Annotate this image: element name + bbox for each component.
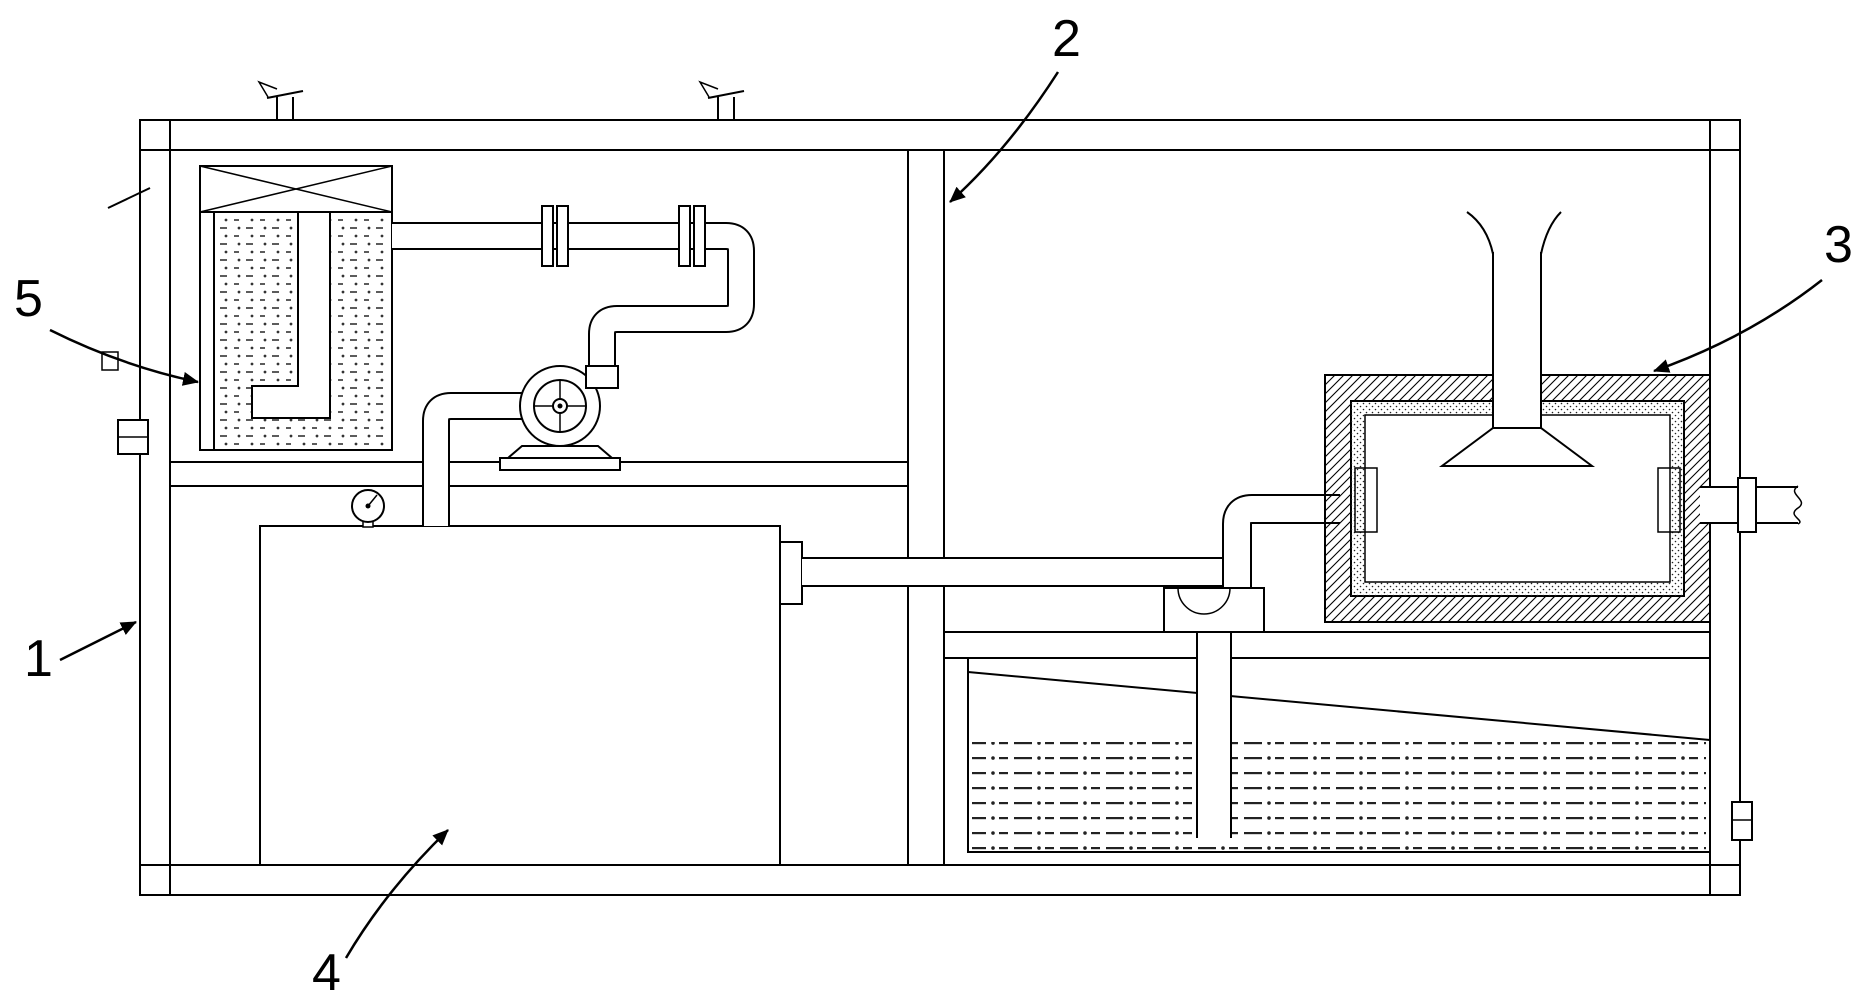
- dosing-tank: [199, 165, 393, 451]
- leader-line-5: [49, 328, 199, 386]
- callout-4: 4: [312, 944, 341, 998]
- pump-base: [505, 445, 615, 459]
- door-latch: [1731, 801, 1753, 841]
- pump-discharge-pipe: [422, 392, 560, 526]
- leader-line-3: [1653, 279, 1823, 373]
- pipe-flange: [556, 205, 569, 267]
- dip-tube: [251, 211, 331, 419]
- callouts: 1 2 3 4 5: [14, 10, 1853, 998]
- inclined-plate: [967, 671, 1711, 741]
- wall-drain-plug: [117, 419, 149, 455]
- pipe-flange: [693, 205, 706, 267]
- callout-1: 1: [24, 630, 53, 688]
- lower-shelf: [943, 631, 1711, 659]
- liquid-fill: [972, 742, 1706, 850]
- pump-base-plate: [499, 457, 621, 471]
- leader-line-4: [344, 829, 449, 959]
- pipe-flange: [678, 205, 691, 267]
- treatment-tank: [259, 525, 803, 866]
- riser-pipe: [1222, 494, 1340, 608]
- partition-wall: [907, 149, 945, 866]
- callout-3: 3: [1824, 216, 1853, 274]
- callout-2: 2: [1052, 10, 1081, 68]
- callout-5: 5: [14, 270, 43, 328]
- feed-pipe: [392, 205, 755, 386]
- breather-vent-right: [698, 80, 745, 120]
- trap-fitting: [1163, 587, 1265, 633]
- pipe-flange: [541, 205, 554, 267]
- sedimentation-tank: [967, 657, 1711, 853]
- leader-line-2: [949, 71, 1060, 203]
- collection-hood: [1438, 427, 1596, 467]
- circulation-pump: [499, 365, 621, 471]
- exhaust-chimney: [1438, 211, 1596, 467]
- equipment-shelf: [169, 461, 909, 487]
- chimney-cap: [1466, 211, 1494, 255]
- pipe-break-symbol: [1793, 485, 1803, 525]
- pressure-gauge: [351, 489, 385, 528]
- wall-coupling: [1737, 477, 1757, 533]
- filter-element-left: [1354, 467, 1378, 533]
- pump-inlet-port: [585, 365, 619, 389]
- section-tick: [107, 187, 151, 209]
- tank-outlet-flange: [779, 541, 803, 605]
- outlet-pipe: [1700, 477, 1803, 533]
- filter-element-right: [1657, 467, 1681, 533]
- leader-line-1: [59, 620, 137, 662]
- breather-vent-left: [257, 80, 304, 120]
